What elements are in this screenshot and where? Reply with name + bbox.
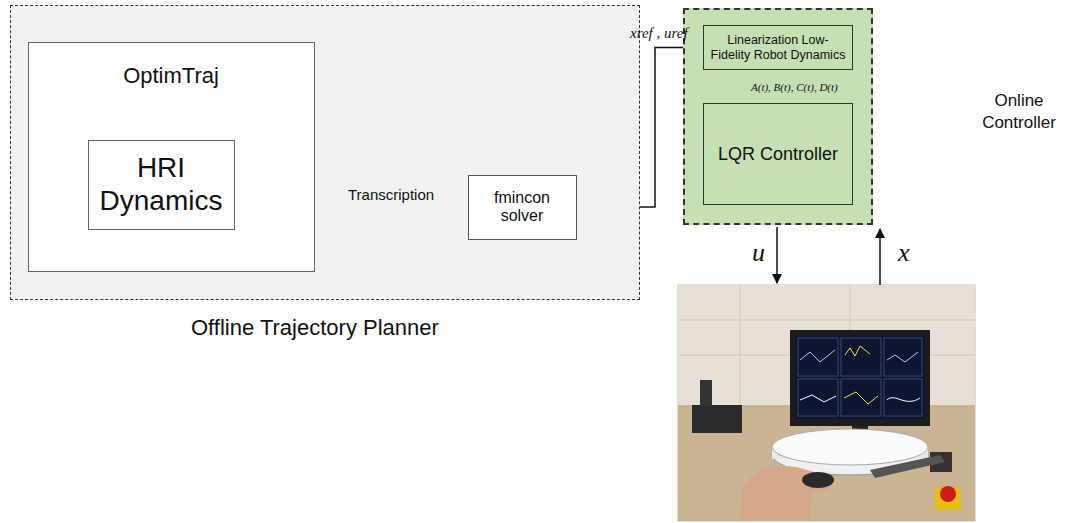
node-label: HRI Dynamics	[95, 152, 228, 216]
linearization-box: Linearization Low-Fidelity Robot Dynamic…	[703, 25, 853, 70]
solver-framework-box: OptimTrajHRI Dynamics	[28, 42, 315, 272]
state-feedback-arrow	[879, 229, 881, 285]
node-label: Online Controller	[975, 90, 1063, 134]
signal-name: x	[898, 238, 910, 268]
edge-label: Transcription	[348, 186, 434, 203]
signal-name: u	[752, 238, 765, 268]
control-signal-arrow	[776, 227, 778, 283]
photo	[678, 285, 975, 521]
node-label: Offline Trajectory Planner	[191, 315, 439, 340]
planner-region: Offline Trajectory PlannerOptimTrajHRI D…	[10, 5, 640, 300]
node-label: LQR Controller	[718, 144, 838, 165]
node-label: OptimTraj	[29, 63, 314, 88]
dynamics-box: HRI Dynamics	[88, 140, 235, 230]
lqr-box: LQR Controller	[703, 103, 853, 205]
node-label: Linearization Low-Fidelity Robot Dynamic…	[710, 33, 846, 62]
edge-label: xref , uref	[630, 25, 688, 42]
solver-box: fmincon solver	[468, 175, 577, 240]
edge-label: A(t), B(t), C(t), D(t)	[751, 81, 838, 93]
controller-region: Online ControllerLinearization Low-Fidel…	[683, 8, 873, 225]
node-label: fmincon solver	[475, 189, 570, 226]
